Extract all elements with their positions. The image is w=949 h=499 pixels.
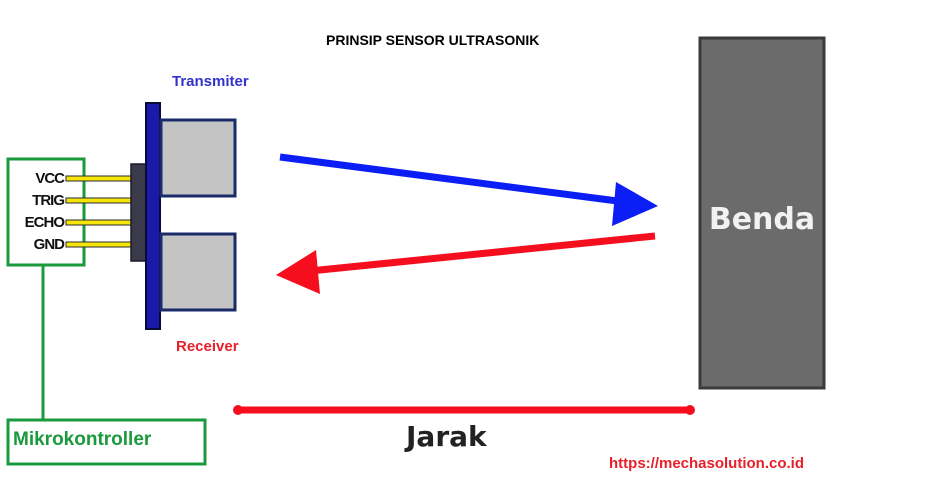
- distance-label: Jarak: [406, 420, 487, 453]
- controller-box: [6, 418, 207, 466]
- receiver-label: Receiver: [176, 338, 239, 355]
- echo-arrow: [276, 232, 656, 294]
- connector-block: [130, 163, 148, 262]
- pin-label-vcc: VCC: [35, 170, 65, 187]
- pin-label-trig: TRIG: [32, 192, 65, 209]
- transmitter-label: Transmiter: [172, 73, 249, 90]
- sensor-board: [145, 102, 161, 330]
- pin-header-box: [6, 157, 86, 267]
- transmitter-cylinder: [159, 118, 237, 198]
- controller-label: Mikrokontroller: [13, 429, 152, 450]
- source-url: https://mechasolution.co.id: [609, 455, 805, 472]
- wire-vcc: [65, 175, 133, 182]
- wire-echo: [65, 219, 133, 226]
- object-block: [698, 36, 826, 390]
- pin-wires: [65, 175, 133, 248]
- pin-label-echo: ECHO: [24, 214, 65, 231]
- wire-gnd: [65, 241, 133, 248]
- receiver-cylinder: [159, 232, 237, 312]
- object-label: Benda: [708, 202, 816, 237]
- pin-label-gnd: GND: [33, 236, 65, 253]
- distance-line: [233, 405, 695, 415]
- wire-trig: [65, 197, 133, 204]
- transmit-arrow: [279, 153, 658, 226]
- diagram-title: PRINSIP SENSOR ULTRASONIK: [326, 32, 540, 48]
